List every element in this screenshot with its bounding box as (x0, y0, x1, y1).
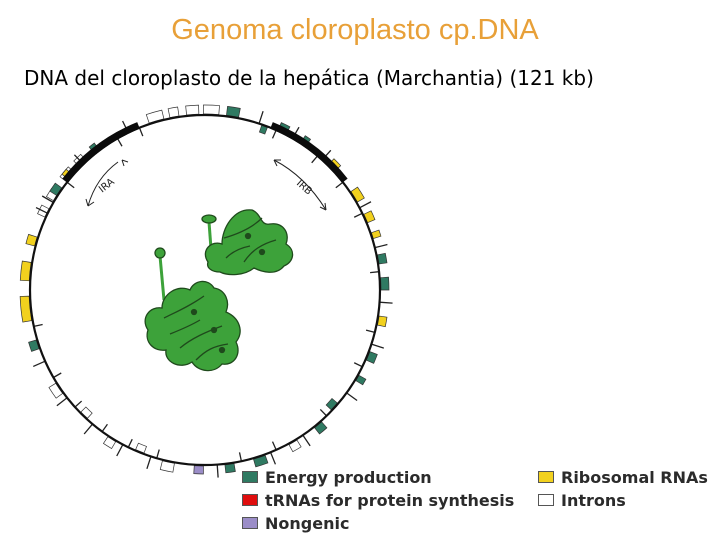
legend-swatch (242, 494, 258, 506)
trna-tick (271, 129, 277, 139)
trna-tick (346, 392, 358, 402)
gene-segment (380, 276, 390, 291)
inverted-repeat-bar (62, 122, 140, 183)
gene-segment (224, 463, 236, 474)
trna-tick (311, 155, 318, 164)
trna-tick (33, 323, 43, 328)
legend-swatch (242, 471, 258, 483)
legend-label: Introns (561, 490, 626, 510)
trna-tick (370, 271, 380, 274)
legend-item-introns: Introns (538, 490, 626, 510)
legend-swatch (538, 494, 554, 506)
legend-label: Nongenic (265, 513, 350, 533)
inverted-repeat-bars (62, 122, 348, 183)
trna-tick (156, 449, 160, 459)
trna-tick (365, 329, 375, 333)
gene-segment (185, 104, 200, 116)
trna-tick (374, 243, 388, 249)
trna-tick (302, 434, 311, 447)
trna-tick (335, 181, 344, 189)
gene-segment (203, 104, 220, 115)
trna-tick (41, 195, 54, 204)
trna-tick (116, 138, 123, 147)
irb-annotation: IRB (273, 159, 327, 211)
trna-tick (53, 372, 62, 379)
trna-tick (353, 362, 363, 368)
trna-tick (138, 127, 144, 137)
trna-tick (32, 360, 46, 368)
genome-circle (28, 113, 382, 467)
legend-swatch (538, 471, 554, 483)
trna-tick (146, 456, 152, 469)
trna-tick (56, 397, 68, 407)
trna-tick (83, 423, 94, 435)
legend-label: Ribosomal RNAs (561, 467, 708, 487)
trna-tick (216, 464, 219, 478)
gene-segments (19, 104, 393, 478)
trna-tick (371, 343, 384, 349)
ira-annotation: IRA (85, 159, 129, 207)
trna-tick (66, 181, 75, 189)
legend-item-nongenic: Nongenic (242, 513, 349, 533)
legend-swatch (242, 517, 258, 529)
trna-tick (269, 452, 277, 465)
page-title: Genoma cloroplasto cp.DNA (171, 14, 539, 46)
trna-tick (35, 207, 48, 214)
marchantia-plant (144, 209, 294, 372)
trna-tick (271, 441, 277, 451)
gene-segment (167, 106, 180, 118)
legend-item-trna: tRNAs for protein synthesis (242, 490, 514, 510)
trna-tick (379, 301, 393, 304)
legend-item-energy: Energy production (242, 467, 432, 487)
gene-segment (193, 465, 204, 475)
page-subtitle: DNA del cloroplasto de la hepática (Marc… (24, 66, 594, 90)
legend-label: tRNAs for protein synthesis (265, 490, 515, 510)
trna-tick (116, 444, 124, 457)
trna-tick (101, 423, 108, 432)
legend-label: Energy production (265, 467, 432, 487)
trna-tick (319, 408, 328, 417)
trna-tick (359, 201, 372, 209)
trna-tick (353, 212, 363, 218)
inverted-repeat-bar (270, 122, 348, 183)
trna-tick (74, 400, 83, 408)
trna-tick (238, 452, 243, 462)
trna-tick (127, 438, 133, 448)
trna-tick (258, 111, 264, 124)
irb-label: IRB (294, 178, 314, 197)
gene-segment (80, 406, 93, 419)
legend-item-ribosomal: Ribosomal RNAs (538, 467, 708, 487)
